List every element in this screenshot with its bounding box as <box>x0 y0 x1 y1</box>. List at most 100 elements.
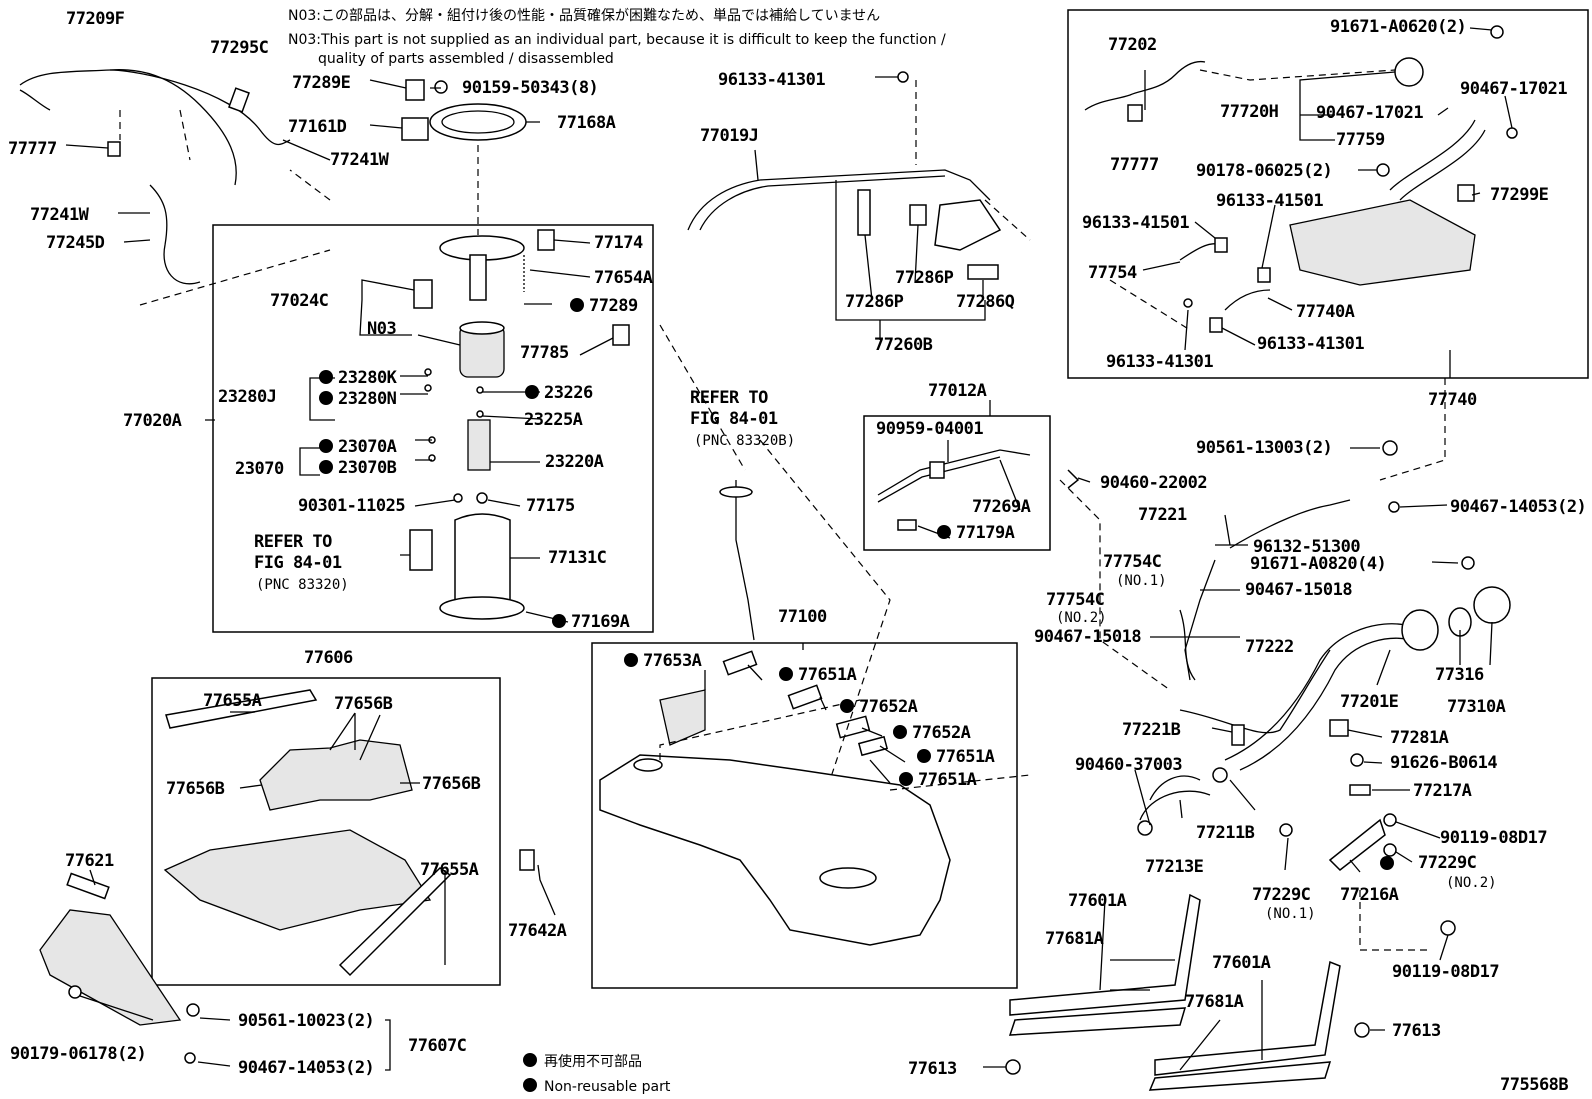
clip-96133-b <box>1214 237 1228 253</box>
label-77202: 77202 <box>1108 35 1157 55</box>
label-77221B: 77221B <box>1122 720 1181 740</box>
bracket-tube <box>934 199 1002 251</box>
clip-77179A <box>897 519 917 531</box>
label-77299E: 77299E <box>1490 185 1549 205</box>
fuel-pump-assembly-box <box>212 224 654 633</box>
label-90959: 90959-04001 <box>876 419 983 439</box>
label-23225A: 23225A <box>524 410 583 430</box>
nut-90561 <box>186 1003 200 1017</box>
label-77754C-b: 77754C <box>1046 590 1104 610</box>
label-96132: 96132-51300 <box>1253 537 1360 557</box>
o-ring-a <box>424 368 432 376</box>
label-90178: 90178-06025(2) <box>1196 161 1332 181</box>
label-77759: 77759 <box>1336 130 1385 150</box>
label-23280J: 23280J <box>218 387 276 407</box>
clamp-77211B <box>1212 767 1228 783</box>
pad-77652A-b <box>835 715 871 739</box>
non-reusable-dot <box>319 439 333 453</box>
label-77785: 77785 <box>520 343 569 363</box>
canister-box <box>1067 9 1589 379</box>
label-77241W-b: 77241W <box>30 205 90 225</box>
label-77681A-a: 77681A <box>1045 929 1104 949</box>
pad-77651A-b <box>857 735 889 757</box>
labels-canister: 77202 91671-A0620(2) 90467-17021 77720H … <box>1082 17 1568 410</box>
non-reusable-dot <box>624 653 638 667</box>
note-n03-en-2: quality of parts assembled / disassemble… <box>318 51 614 67</box>
bolt-90179 <box>68 985 82 999</box>
non-reusable-dot <box>893 725 907 739</box>
figure-id: 775568B <box>1500 1075 1568 1095</box>
leader-bracket <box>1359 890 1430 951</box>
label-77681A-b: 77681A <box>1185 992 1244 1012</box>
o-ring-f <box>476 410 484 418</box>
protector-77621 <box>39 909 182 1026</box>
label-77216A: 77216A <box>1340 885 1399 905</box>
label-77656B-b: 77656B <box>166 779 225 799</box>
label-23070: 23070 <box>235 459 284 479</box>
labels-middle: 96133-41301 77019J 77286P 77286P 77286Q … <box>508 70 1208 941</box>
nut-90561-b <box>1382 440 1398 456</box>
label-ref2-1: REFER TO <box>690 388 768 408</box>
part-77161D <box>401 117 429 141</box>
label-77740A: 77740A <box>1296 302 1355 322</box>
tube-77221 <box>1229 499 1351 549</box>
label-no2-a: (NO.2) <box>1056 610 1107 626</box>
note-n03-en-1: N03:This part is not supplied as an indi… <box>288 32 946 48</box>
label-77295C: 77295C <box>210 38 268 58</box>
label-77316: 77316 <box>1435 665 1484 685</box>
part-77175 <box>476 492 488 504</box>
leader-canister <box>1109 69 1446 481</box>
label-77281A: 77281A <box>1390 728 1449 748</box>
label-77651A-b: 77651A <box>936 747 995 767</box>
gauge-77024C <box>413 279 433 309</box>
label-77656B-a: 77656B <box>334 694 393 714</box>
legend-dot-en <box>523 1078 537 1092</box>
label-77651A-c: 77651A <box>918 770 977 790</box>
non-reusable-dot <box>552 614 566 628</box>
bolt-90119-a <box>1383 813 1397 827</box>
part-77217A <box>1349 784 1371 796</box>
label-77260B: 77260B <box>874 335 933 355</box>
leader-lines-left <box>65 79 614 623</box>
label-90561-a: 90561-10023(2) <box>238 1011 374 1031</box>
pad-77652A-a <box>787 684 823 710</box>
label-90467-b: 90467-17021 <box>1460 79 1567 99</box>
hose-77740A <box>1224 289 1271 311</box>
label-77613-a: 77613 <box>908 1059 957 1079</box>
leader-harness <box>119 109 331 306</box>
clip-90959 <box>929 461 945 479</box>
label-77161D: 77161D <box>288 117 347 137</box>
clip-77777b <box>1127 104 1143 122</box>
tube-box <box>863 415 1051 551</box>
hose-77759 <box>1389 119 1476 191</box>
label-23070A: 23070A <box>338 437 397 457</box>
label-96133-d: 96133-41301 <box>1257 334 1364 354</box>
label-77654A: 77654A <box>594 268 653 288</box>
clip-96133-e <box>1183 298 1193 308</box>
o-ring-b <box>424 384 432 392</box>
fuel-tank-box <box>591 642 1018 989</box>
wire-77245D <box>149 184 201 285</box>
label-77131C: 77131C <box>548 548 606 568</box>
label-77601A-b: 77601A <box>1212 953 1271 973</box>
non-reusable-dot <box>1380 856 1394 870</box>
tube-77202 <box>1084 60 1206 111</box>
label-91671-b: 91671-A0820(4) <box>1250 554 1386 574</box>
label-77229C-b: 77229C <box>1418 853 1476 873</box>
ring-77168A <box>429 103 527 141</box>
label-77613-b: 77613 <box>1392 1021 1441 1041</box>
bolt-91671-b <box>1461 556 1475 570</box>
part-77286Q <box>967 264 999 280</box>
clip-96133-d <box>1209 317 1223 333</box>
label-77601A-a: 77601A <box>1068 891 1127 911</box>
label-n03: N03 <box>367 319 396 339</box>
leader-lines-middle <box>537 76 1091 916</box>
label-96133-a: 96133-41301 <box>718 70 825 90</box>
label-77221: 77221 <box>1138 505 1187 525</box>
label-77174: 77174 <box>594 233 643 253</box>
label-90460-a: 90460-22002 <box>1100 473 1207 493</box>
strap-77601A-b <box>1154 960 1341 1076</box>
clip-77299E <box>1457 184 1475 202</box>
clip-90467 <box>1506 127 1518 139</box>
non-reusable-dot <box>840 699 854 713</box>
